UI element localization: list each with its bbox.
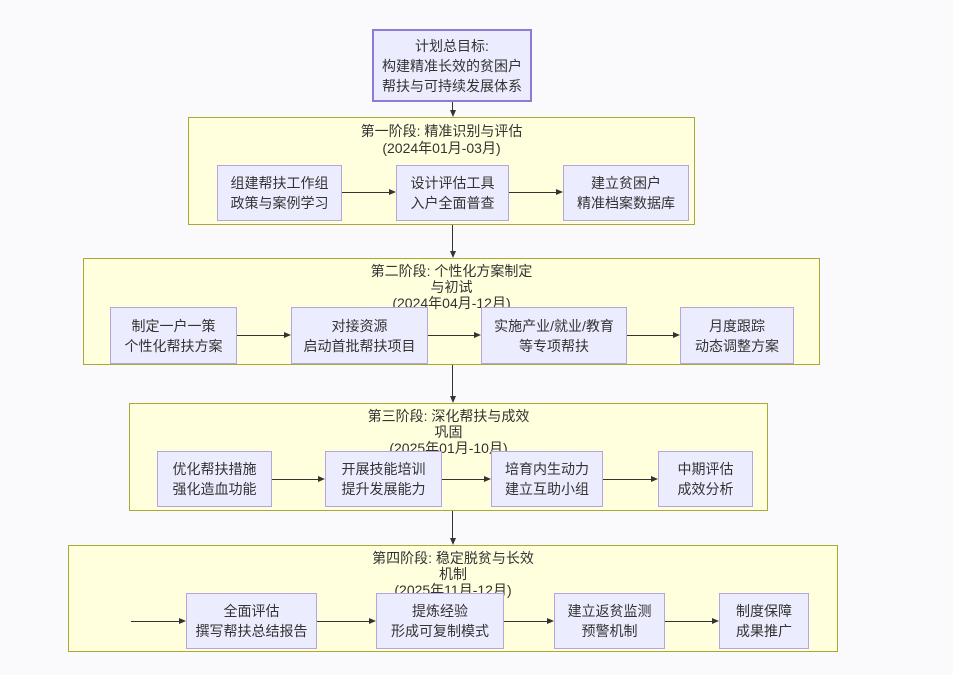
step-text-line: 撰写帮扶总结报告 <box>195 623 308 639</box>
flow-arrow <box>603 475 658 482</box>
phase-4-container: 第四阶段: 稳定脱贫与长效 机制 (2025年11月-12月) 全面评估 撰写帮… <box>68 545 838 652</box>
step-node-1-1: 组建帮扶工作组 政策与案例学习 <box>217 165 342 221</box>
flow-arrow <box>342 188 396 195</box>
step-text-line: 全面评估 <box>223 603 280 619</box>
connector-phase2-to-phase3 <box>450 365 457 403</box>
step-node-2-1: 制定一户一策 个性化帮扶方案 <box>110 307 237 364</box>
step-text-line: 启动首批帮扶项目 <box>303 337 416 354</box>
flow-arrow <box>504 617 554 624</box>
step-node-2-4: 月度跟踪 动态调整方案 <box>680 307 794 364</box>
flow-arrow <box>428 331 481 338</box>
step-text-line: 等专项帮扶 <box>519 337 589 354</box>
flow-arrow <box>665 617 719 624</box>
step-text-line: 月度跟踪 <box>709 317 765 334</box>
phase-3-subtitle: 巩固 <box>434 424 463 440</box>
flow-arrow <box>627 331 680 338</box>
step-text-line: 成果推广 <box>736 623 792 639</box>
step-text-line: 优化帮扶措施 <box>172 461 257 477</box>
step-text-line: 提升发展能力 <box>341 481 426 497</box>
flow-arrow <box>272 475 325 482</box>
step-node-3-3: 培育内生动力 建立互助小组 <box>491 451 603 507</box>
step-node-3-1: 优化帮扶措施 强化造血功能 <box>157 451 272 507</box>
step-text-line: 制定一户一策 <box>131 317 216 334</box>
step-text-line: 中期评估 <box>677 461 734 477</box>
phase-1-title-line: 第一阶段: 精准识别与评估 <box>360 123 523 139</box>
step-node-2-2: 对接资源 启动首批帮扶项目 <box>291 307 428 364</box>
step-text-line: 制度保障 <box>736 603 792 619</box>
step-node-1-2: 设计评估工具 入户全面普查 <box>396 165 509 221</box>
connector-goal-to-phase1 <box>450 102 457 117</box>
phase-3-title-line: 第三阶段: 深化帮扶与成效 <box>367 408 530 424</box>
step-text-line: 强化造血功能 <box>172 481 257 497</box>
phase-1-container: 第一阶段: 精准识别与评估 (2024年01月-03月) 组建帮扶工作组 政策与… <box>188 117 695 225</box>
goal-line-2: 构建精准长效的贫困户 <box>382 57 522 74</box>
step-text-line: 动态调整方案 <box>695 337 779 354</box>
phase-4-subtitle: 机制 <box>439 566 467 582</box>
step-text-line: 个性化帮扶方案 <box>124 337 223 354</box>
phase-1-dates: (2024年01月-03月) <box>382 140 501 156</box>
step-text-line: 实施产业/就业/教育 <box>494 317 614 334</box>
step-text-line: 建立返贫监测 <box>567 603 652 619</box>
step-text-line: 组建帮扶工作组 <box>230 175 329 191</box>
phase-2-subtitle: 与初试 <box>430 279 473 295</box>
step-text-line: 形成可复制模式 <box>391 623 489 639</box>
step-node-2-3: 实施产业/就业/教育 等专项帮扶 <box>481 307 627 364</box>
step-text-line: 入户全面普查 <box>410 195 495 211</box>
phase-2-container: 第二阶段: 个性化方案制定 与初试 (2024年04月-12月) 制定一户一策 … <box>83 258 820 365</box>
step-text-line: 成效分析 <box>677 481 734 497</box>
flow-arrow <box>442 475 491 482</box>
connector-phase3-to-phase4 <box>450 511 457 545</box>
phase-4-title-line: 第四阶段: 稳定脱贫与长效 <box>372 550 534 566</box>
step-text-line: 精准档案数据库 <box>577 195 675 211</box>
step-text-line: 预警机制 <box>581 623 638 639</box>
step-text-line: 建立贫困户 <box>591 175 661 191</box>
flow-arrow <box>237 331 291 338</box>
step-node-3-2: 开展技能培训 提升发展能力 <box>325 451 442 507</box>
step-text-line: 建立互助小组 <box>505 481 589 497</box>
step-text-line: 政策与案例学习 <box>230 195 329 211</box>
phase-4-title: 第四阶段: 稳定脱贫与长效 机制 (2025年11月-12月) <box>69 550 837 598</box>
flow-arrow <box>317 617 376 624</box>
entry-arrow <box>131 617 186 624</box>
step-node-4-2: 提炼经验 形成可复制模式 <box>376 593 504 649</box>
goal-line-1: 计划总目标: <box>415 37 489 54</box>
phase-1-title: 第一阶段: 精准识别与评估 (2024年01月-03月) <box>189 123 694 157</box>
step-node-1-3: 建立贫困户 精准档案数据库 <box>563 165 689 221</box>
step-node-4-3: 建立返贫监测 预警机制 <box>554 593 665 649</box>
step-text-line: 培育内生动力 <box>505 461 589 477</box>
step-node-4-4: 制度保障 成果推广 <box>719 593 809 649</box>
goal-node: 计划总目标: 构建精准长效的贫困户 帮扶与可持续发展体系 <box>372 29 532 102</box>
step-text-line: 对接资源 <box>331 317 388 334</box>
phase-2-title-line: 第二阶段: 个性化方案制定 <box>370 263 533 279</box>
step-text-line: 开展技能培训 <box>341 461 426 477</box>
flow-arrow <box>509 188 563 195</box>
connector-phase1-to-phase2 <box>450 225 457 258</box>
step-text-line: 设计评估工具 <box>410 175 495 191</box>
step-text-line: 提炼经验 <box>412 603 468 619</box>
step-node-3-4: 中期评估 成效分析 <box>658 451 753 507</box>
step-node-4-1: 全面评估 撰写帮扶总结报告 <box>186 593 317 649</box>
phase-3-container: 第三阶段: 深化帮扶与成效 巩固 (2025年01月-10月) 优化帮扶措施 强… <box>129 403 768 511</box>
phase-3-title: 第三阶段: 深化帮扶与成效 巩固 (2025年01月-10月) <box>130 408 767 456</box>
goal-line-3: 帮扶与可持续发展体系 <box>382 77 522 94</box>
phase-2-title: 第二阶段: 个性化方案制定 与初试 (2024年04月-12月) <box>84 263 819 311</box>
